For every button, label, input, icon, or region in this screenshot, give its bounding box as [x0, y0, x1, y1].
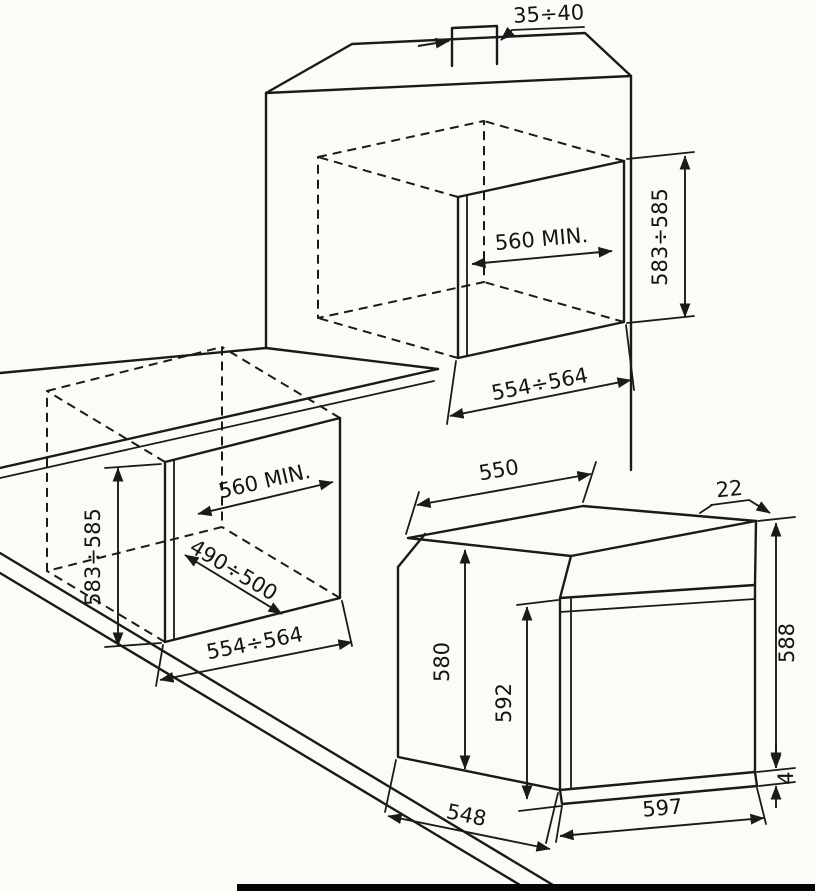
tall-unit-top-face [264, 31, 633, 95]
dim-label-base-recess-height: 583÷585 [81, 508, 105, 606]
dim-label-oven-front-width: 597 [641, 794, 683, 821]
tall-unit-recess-back-wall [317, 120, 485, 319]
oven-bottom-trim-strip [558, 770, 759, 806]
oven-left-face [396, 565, 562, 792]
dim-label-oven-bottom-trim: 4 [774, 771, 798, 784]
dim-tall-width-line [449, 377, 632, 419]
dim-top-clearance-leader [500, 26, 515, 41]
oven-back-chamfer [396, 532, 427, 569]
dim-oven-top-width-line [416, 471, 592, 508]
dim-label-oven-body-height: 580 [430, 642, 454, 682]
dim-base-width-line [159, 639, 353, 683]
oven-frame-step-edges [558, 519, 758, 600]
tall-unit-outline [264, 74, 633, 472]
worktop-front-edge-thickness [0, 380, 435, 479]
tall-unit-top-notch [450, 24, 499, 68]
dim-oven-front-width-line [559, 813, 765, 841]
dim-base-depth-line [197, 479, 334, 517]
base-unit-drawing [46, 346, 342, 644]
dim-oven-overhang-ticks [699, 499, 750, 514]
dim-oven-side-height-ext [756, 516, 796, 787]
dim-label-oven-front-height: 592 [492, 683, 516, 723]
dim-label-tall-top-clearance: 35÷40 [513, 0, 585, 28]
base-unit-recess-depth-edges [46, 346, 341, 643]
worktop-cabinet-junction [264, 346, 440, 371]
dim-top-clearance-left-arrow [417, 37, 450, 49]
dim-label-oven-fascia-overhang: 22 [715, 476, 744, 503]
oven-drawing [396, 504, 759, 806]
dim-base-plinth-depth-line [184, 554, 283, 615]
dim-label-oven-side-height: 588 [775, 623, 799, 663]
dim-top-clearance-underline [511, 26, 585, 31]
worktop-front-edge [0, 367, 440, 470]
dim-label-tall-recess-height: 583÷585 [648, 188, 672, 286]
tall-unit-drawing [264, 24, 633, 472]
oven-door-top-inner-line [559, 598, 756, 613]
dim-oven-overhang-leader [748, 499, 771, 514]
scan-edge-bar [237, 884, 815, 891]
dim-tall-depth-line [471, 246, 613, 269]
dim-oven-body-depth-line [387, 813, 551, 852]
